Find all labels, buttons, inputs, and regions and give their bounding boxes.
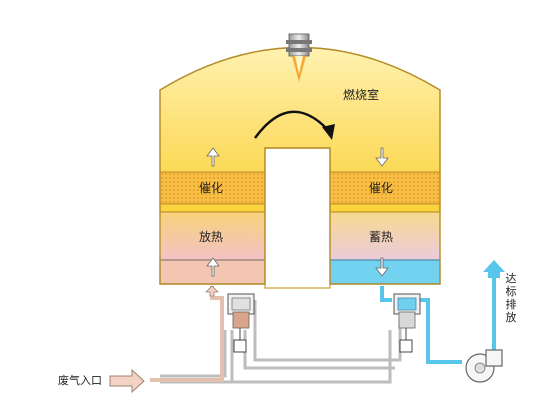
- flow-arrow-icon: [254, 110, 335, 140]
- inlet-arrow-icon: [109, 368, 145, 394]
- down-arrow-right-bottom: [375, 257, 389, 277]
- heat-storage-label: 蓄热: [369, 230, 394, 244]
- compliant-discharge-label: 达标排放: [505, 272, 517, 324]
- catalysis-left-label: 催化: [199, 181, 224, 195]
- catalysis-right-label: 催化: [369, 181, 394, 195]
- catalyst-bed-right: [329, 171, 441, 205]
- combustion-chamber-label: 燃烧室: [343, 88, 380, 102]
- inlet-flow-line: [150, 286, 224, 382]
- up-arrow-left-top: [206, 147, 220, 167]
- up-arrow-left-bottom: [206, 257, 220, 277]
- inlet-up-arrow-icon: [205, 285, 219, 297]
- exhaust-inlet-label: 废气入口: [58, 374, 102, 387]
- down-arrow-right-top: [375, 147, 389, 167]
- heat-release-label: 放热: [199, 230, 224, 244]
- burner-icon: [286, 33, 312, 82]
- central-partition: [264, 147, 331, 289]
- valve-icon: [227, 293, 255, 353]
- vessel-outline: [159, 46, 441, 285]
- outlet-up-arrow-icon: [483, 260, 505, 278]
- outlet-flow-line: [380, 270, 496, 364]
- fan-icon: [465, 349, 503, 383]
- valve-icon: [393, 293, 421, 353]
- duct-lines: [160, 300, 402, 384]
